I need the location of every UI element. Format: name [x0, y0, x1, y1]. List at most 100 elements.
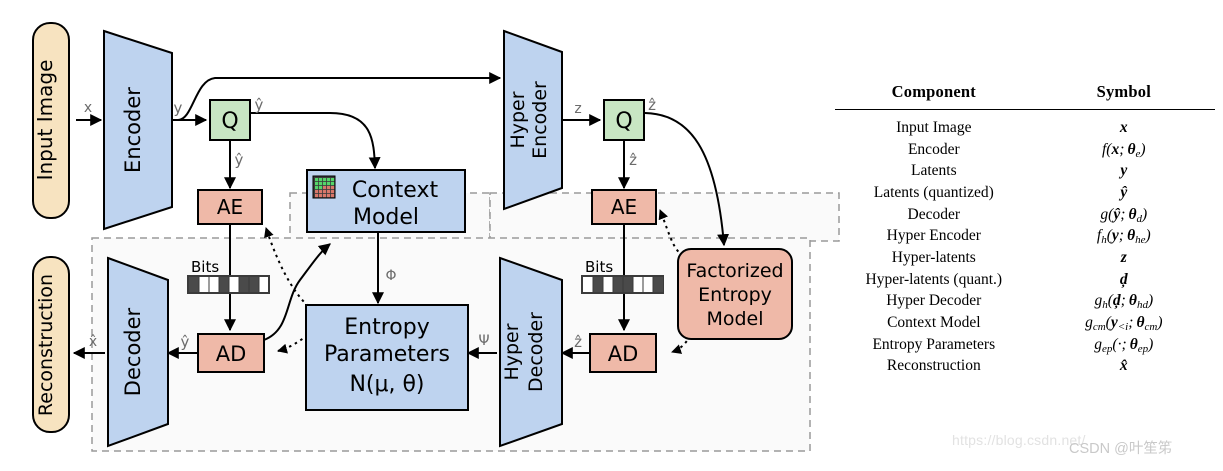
node-decoder[interactable] [107, 256, 169, 448]
cell-symbol: x [1119, 119, 1128, 136]
node-entropy-params-label-2: Parameters [324, 342, 450, 367]
table-row: Decoder g(ŷ; θd) [835, 204, 1215, 226]
bits-right-label: Bits [585, 258, 613, 276]
node-entropy-parameters[interactable] [305, 304, 469, 411]
symbol-table-header-row: Component Symbol [835, 82, 1215, 110]
cell-component: Latents (quantized) [873, 184, 994, 202]
edge-label-yhat-q-out: ŷ [255, 96, 264, 114]
node-hyper-encoder-label-1: Hyper [507, 91, 529, 148]
node-context-model-label-2: Model [353, 205, 419, 230]
edge-label-zhat-down: ẑ [629, 151, 637, 169]
node-ad-y[interactable] [197, 333, 265, 373]
column-header-symbol: Symbol [1096, 82, 1151, 101]
node-encoder-label: Encoder [121, 87, 145, 173]
node-reconstruction-label: Reconstruction [35, 274, 57, 416]
node-factorized-entropy-model[interactable] [677, 248, 793, 340]
node-quantizer-z[interactable] [603, 99, 645, 141]
edge-label-xhat: x̂ [89, 334, 97, 350]
edge-label-zhat-ad: ẑ [574, 333, 582, 351]
node-quantizer-y-label: Q [221, 109, 238, 134]
table-row: Input Image x [835, 110, 1215, 139]
edge-factorized-to-adz-dotted [671, 323, 697, 354]
cell-component: Input Image [896, 119, 972, 136]
node-encoder[interactable] [103, 29, 173, 231]
cell-symbol: gep(·; θep) [1094, 335, 1154, 355]
table-row: Hyper-latents z [835, 247, 1215, 269]
edge-label-yhat-ad: ŷ [181, 333, 190, 351]
table-row: Latents y [835, 160, 1215, 182]
node-reconstruction[interactable] [32, 256, 70, 433]
node-input-image[interactable] [32, 22, 70, 219]
cell-component: Context Model [887, 314, 981, 332]
cell-component: Hyper-latents [891, 249, 976, 267]
node-quantizer-y[interactable] [209, 99, 251, 141]
node-context-model-label-1: Context [352, 178, 439, 203]
node-factorized-label-3: Model [706, 308, 763, 330]
node-ae-y[interactable] [197, 189, 263, 225]
bits-strip-left [187, 275, 270, 294]
cell-component: Hyper Decoder [886, 292, 982, 310]
node-ad-z[interactable] [589, 333, 657, 373]
node-ad-z-label: AD [608, 342, 639, 366]
edge-label-x: x [84, 100, 92, 116]
cell-component: Reconstruction [886, 357, 981, 375]
column-header-component: Component [891, 82, 976, 101]
cell-component: Hyper Encoder [886, 227, 981, 245]
node-hyper-encoder[interactable] [503, 29, 563, 211]
node-ae-z-label: AE [611, 195, 637, 219]
edge-label-zhat-q-out: ẑ [648, 96, 656, 114]
edge-label-psi: Ψ [478, 333, 489, 349]
cell-symbol: z [1120, 249, 1127, 267]
cell-symbol: x̂ [1119, 357, 1128, 375]
edge-factorized-to-aez-dotted [658, 209, 691, 256]
table-row: Context Model gcm(y<i; θcm) [835, 312, 1215, 334]
node-entropy-params-label-1: Entropy [344, 315, 429, 340]
node-quantizer-z-label: Q [615, 109, 632, 134]
node-ad-y-label: AD [216, 342, 247, 366]
cell-component: Hyper-latents (quant.) [865, 270, 1003, 288]
table-row: Latents (quantized) ŷ [835, 182, 1215, 204]
node-input-image-label: Input Image [33, 60, 57, 181]
dashed-region-hyper-upper [489, 192, 840, 242]
node-hyper-decoder[interactable] [499, 256, 563, 448]
cell-symbol: f(x; θe) [1101, 140, 1146, 160]
context-model-grid-icon [312, 175, 336, 199]
symbol-table-head: Component Symbol [835, 82, 1215, 110]
cell-symbol: fh(y; θhe) [1096, 227, 1151, 247]
architecture-diagram: Input Image Encoder Q AE [32, 22, 840, 452]
cell-symbol: gcm(y<i; θcm) [1085, 314, 1163, 334]
table-row: Entropy Parameters gep(·; θep) [835, 334, 1215, 356]
cell-symbol: gh(ḑ; θhd) [1094, 292, 1154, 312]
node-entropy-params-label-3: N(μ, θ) [349, 372, 424, 397]
table-row: Hyper Encoder fh(y; θhe) [835, 225, 1215, 247]
symbol-table: Component Symbol Input Image x Encoder f… [835, 82, 1215, 377]
cell-component: Entropy Parameters [872, 335, 996, 353]
cell-symbol: ḑ [1119, 270, 1128, 288]
cell-symbol: ŷ [1120, 184, 1128, 202]
edge-entropy-to-ad-dotted [277, 321, 331, 354]
node-decoder-label: Decoder [121, 307, 145, 396]
table-row: Reconstruction x̂ [835, 355, 1215, 377]
watermark-url: https://blog.csdn.net/ [952, 432, 1086, 448]
symbol-table-container: Component Symbol Input Image x Encoder f… [835, 82, 1215, 377]
node-ae-z[interactable] [591, 189, 657, 225]
edge-yhat-to-context-model [250, 112, 381, 170]
node-hyper-encoder-label-2: Encoder [529, 81, 551, 159]
edge-label-z: z [574, 101, 581, 117]
cell-component: Encoder [907, 140, 960, 158]
node-hyper-decoder-label-1: Hyper [501, 323, 523, 380]
bits-left-label: Bits [191, 258, 219, 276]
node-hyper-decoder-label-2: Decoder [525, 312, 547, 392]
watermark-author: CSDN @叶笙笫 [1069, 441, 1173, 457]
bits-strip-right [581, 275, 664, 294]
edge-label-phi: Φ [385, 268, 396, 284]
table-row: Encoder f(x; θe) [835, 139, 1215, 161]
edge-label-y: y [174, 99, 183, 117]
table-row: Hyper Decoder gh(ḑ; θhd) [835, 290, 1215, 312]
symbol-table-body: Input Image x Encoder f(x; θe) Latents y… [835, 110, 1215, 378]
node-factorized-label-2: Entropy [698, 284, 772, 306]
node-factorized-label-1: Factorized [686, 260, 783, 282]
edge-zhat-to-factorized [644, 112, 730, 247]
edge-label-yhat-down: ŷ [235, 151, 244, 169]
